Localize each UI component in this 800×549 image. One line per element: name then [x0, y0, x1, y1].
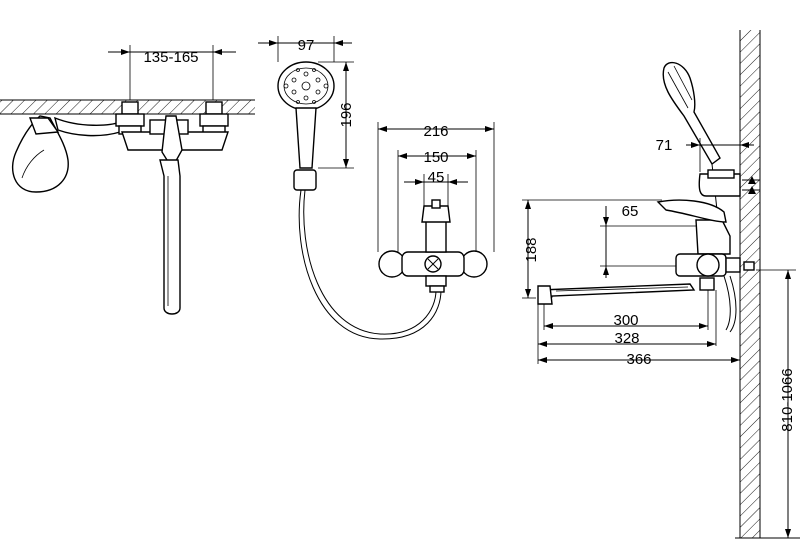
- handshower-head: [277, 61, 335, 111]
- handshower-holder: [293, 169, 317, 191]
- dim-holder-offset: 71: [656, 137, 673, 154]
- dim-height-65: 65: [622, 203, 639, 220]
- side-view: 71 188 65: [522, 30, 800, 539]
- dim-mixer-overall-width: 216: [423, 123, 448, 140]
- handshower-side: [662, 61, 721, 166]
- dim-handshower-width: 97: [298, 37, 315, 54]
- spray-nozzles: [283, 68, 329, 104]
- dim-spout-300: 300: [613, 312, 638, 329]
- wall-hatch: [740, 30, 760, 538]
- spout: [539, 283, 696, 303]
- dim-mixer-center-spacing: 150: [423, 149, 448, 166]
- dim-height-188: 188: [523, 237, 540, 262]
- hose: [303, 189, 437, 335]
- top-view: 135-165: [0, 45, 255, 315]
- front-view: 97 196 216 150: [258, 36, 495, 340]
- dim-deck-spacing: 135-165: [143, 49, 198, 66]
- lever-handle-top: [12, 115, 69, 193]
- dim-diverter-width: 45: [428, 169, 445, 186]
- dim-spout-366: 366: [626, 351, 651, 368]
- dim-handshower-height: 196: [338, 102, 355, 127]
- dim-spout-328: 328: [614, 330, 639, 347]
- dim-mount-height: 810-1066: [779, 368, 796, 431]
- mixer-body-side: [695, 219, 731, 255]
